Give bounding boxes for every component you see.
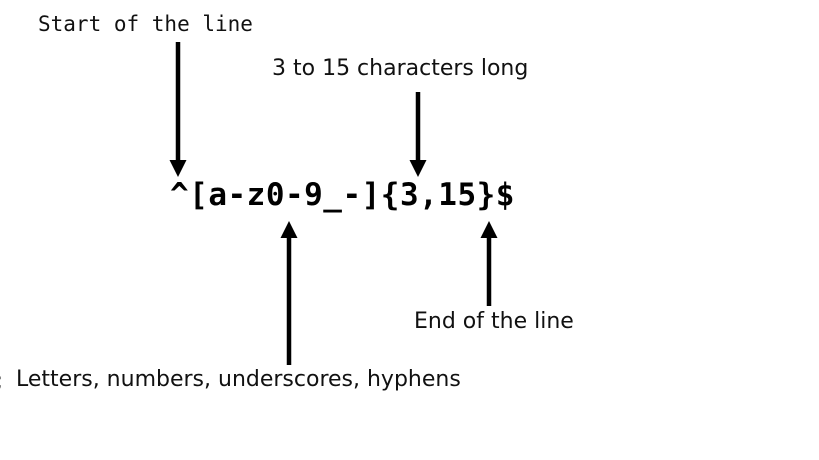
arrow-up-end-of-line bbox=[480, 221, 498, 306]
clipped-left-edge-glyph: ; bbox=[0, 369, 4, 394]
annotation-label-length-quantifier: 3 to 15 characters long bbox=[272, 56, 529, 81]
arrow-up-character-class bbox=[280, 221, 298, 365]
annotation-label-start-of-line: Start of the line bbox=[38, 12, 253, 36]
arrow-down-start-of-line bbox=[169, 42, 187, 177]
arrow-down-length-quantifier bbox=[409, 92, 427, 177]
regex-pattern-text: ^[a-z0-9_-]{3,15}$ bbox=[170, 177, 515, 213]
annotation-label-character-class: Letters, numbers, underscores, hyphens bbox=[16, 367, 461, 392]
annotation-label-end-of-line: End of the line bbox=[414, 309, 574, 334]
